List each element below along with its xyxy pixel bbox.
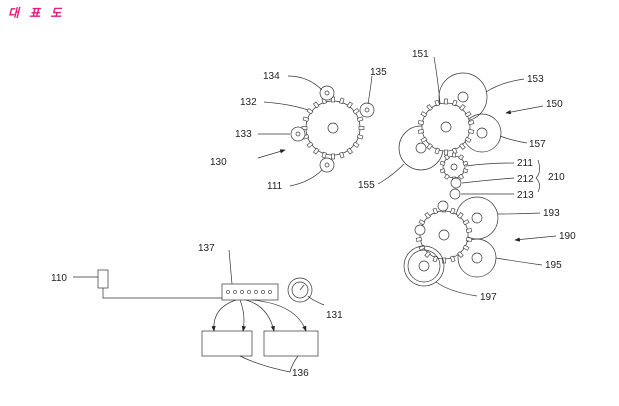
gear-tooth	[468, 129, 473, 133]
gear-tooth	[466, 237, 471, 241]
control-system	[98, 270, 318, 356]
label-197: 197	[480, 292, 497, 303]
small-gear-134	[320, 86, 334, 100]
label-212: 212	[517, 174, 534, 185]
label-111: 111	[267, 181, 283, 192]
main-gear-190	[420, 211, 468, 259]
roller-197-hub	[419, 261, 429, 271]
gear-tooth	[419, 220, 425, 225]
gear-tooth	[416, 237, 421, 241]
gear-tooth	[465, 112, 471, 117]
gear-assembly-130	[291, 86, 374, 172]
label-110: 110	[51, 273, 67, 284]
main-gear-132	[302, 97, 364, 159]
label-157: 157	[529, 139, 546, 150]
gear-tooth	[444, 99, 447, 104]
gear-tooth	[463, 245, 469, 250]
label-135: 135	[370, 67, 387, 78]
gear-tooth	[418, 129, 423, 133]
arrow-190	[515, 236, 556, 240]
gear-tooth	[418, 121, 423, 125]
label-190: 190	[559, 231, 576, 242]
storage-box-136a	[202, 331, 252, 356]
gear-train-210	[440, 153, 468, 199]
label-153: 153	[527, 74, 544, 85]
label-210: 210	[548, 172, 565, 183]
label-193: 193	[543, 208, 560, 219]
leader-lines	[73, 57, 542, 372]
small-gear-135	[360, 103, 374, 117]
label-155: 155	[358, 180, 375, 191]
small-gear-111	[320, 158, 334, 172]
gear-tooth	[421, 112, 427, 117]
arrow-150	[506, 106, 543, 113]
label-133: 133	[235, 129, 252, 140]
gear-tooth	[466, 229, 471, 233]
storage-box-136b	[264, 331, 318, 356]
gear-213	[450, 189, 460, 199]
label-195: 195	[545, 260, 562, 271]
label-131: 131	[326, 310, 343, 321]
sensor-110	[98, 270, 108, 288]
gear-assembly-150	[399, 73, 501, 170]
gear-tooth	[468, 121, 473, 125]
gear-tooth	[452, 153, 455, 157]
label-134: 134	[263, 71, 280, 82]
label-136: 136	[292, 368, 309, 379]
label-132: 132	[240, 97, 257, 108]
controller-137	[222, 284, 278, 300]
label-137: 137	[198, 243, 215, 254]
gear-tooth	[465, 137, 471, 142]
arrow-130	[258, 150, 285, 158]
small-gear-133	[291, 127, 305, 141]
gear-assembly-190	[404, 197, 498, 286]
gear-212	[451, 178, 461, 188]
gear-tooth	[421, 137, 427, 142]
main-gear-151	[422, 103, 470, 151]
label-130: 130	[210, 157, 227, 168]
gear-tooth	[331, 154, 334, 159]
label-151: 151	[412, 49, 429, 60]
gear-tooth	[463, 220, 469, 225]
label-150: 150	[546, 99, 563, 110]
gear-tooth	[359, 126, 364, 129]
label-213: 213	[517, 190, 534, 201]
gear-tooth	[444, 150, 447, 155]
label-211: 211	[517, 158, 533, 169]
